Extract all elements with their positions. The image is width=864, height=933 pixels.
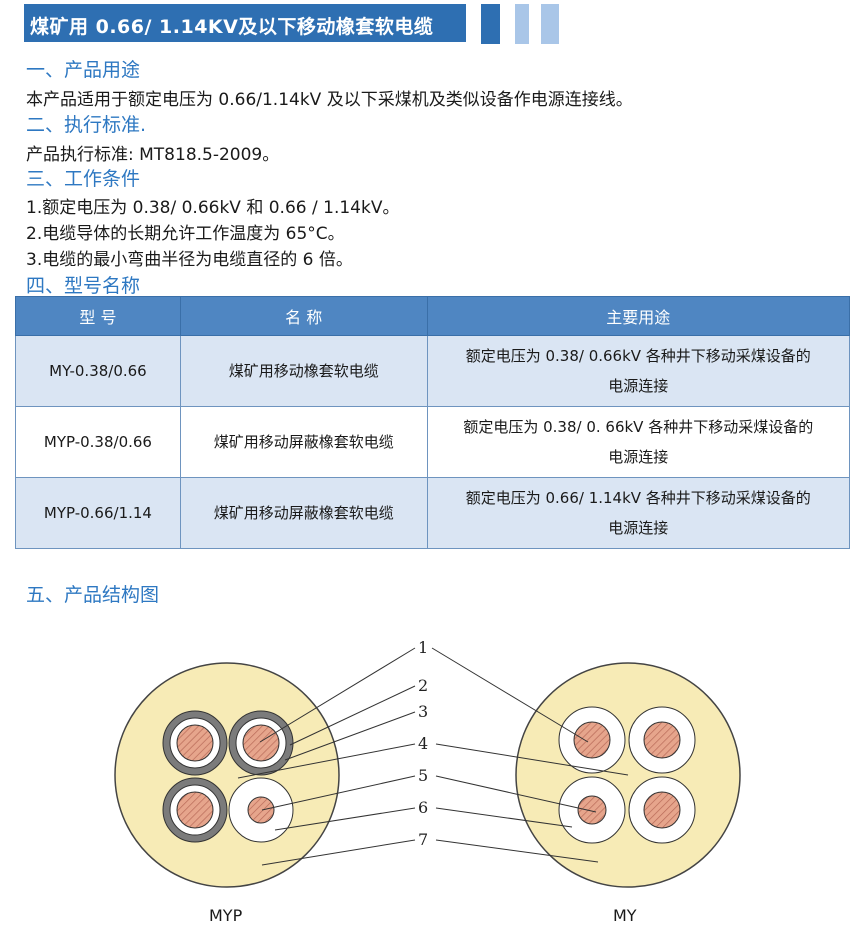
my-core bbox=[628, 776, 696, 844]
callout-number: 3 bbox=[418, 702, 428, 721]
myp-outer-sheath bbox=[114, 662, 340, 888]
header-name: 名 称 bbox=[179, 296, 428, 336]
myp-caption: MYP bbox=[209, 906, 243, 925]
callout-number: 1 bbox=[418, 638, 428, 657]
usage-line: 电源连接 bbox=[608, 448, 669, 466]
standard-text: 产品执行标准: MT818.5-2009。 bbox=[26, 145, 280, 165]
my-core bbox=[558, 776, 626, 844]
table-header-row: 型 号 名 称 主要用途 bbox=[15, 296, 851, 336]
callout-number: 6 bbox=[418, 798, 428, 817]
myp-shielded-core bbox=[162, 777, 228, 843]
header-model: 型 号 bbox=[15, 296, 181, 336]
callout-number: 5 bbox=[418, 766, 428, 785]
usage-line: 额定电压为 0.38/ 0.66kV 各种井下移动采煤设备的 bbox=[465, 347, 811, 365]
condition-item: 3.电缆的最小弯曲半径为电缆直径的 6 倍。 bbox=[26, 250, 353, 270]
section-heading-usage: 一、产品用途 bbox=[26, 59, 141, 81]
my-core bbox=[558, 706, 626, 774]
callout-number: 7 bbox=[418, 830, 428, 849]
title-block-dark bbox=[481, 4, 500, 44]
usage-line: 额定电压为 0.38/ 0. 66kV 各种井下移动采煤设备的 bbox=[463, 418, 814, 436]
callout-numbers: 1 2 3 4 5 6 7 bbox=[418, 638, 428, 849]
model-table: 型 号 名 称 主要用途 MY-0.38/0.66 煤矿用移动橡套软电缆 额定电… bbox=[15, 296, 851, 549]
header-usage: 主要用途 bbox=[426, 296, 851, 336]
cell-usage: 额定电压为 0.38/ 0. 66kV 各种井下移动采煤设备的电源连接 bbox=[426, 406, 851, 478]
condition-item: 2.电缆导体的长期允许工作温度为 65°C。 bbox=[26, 224, 345, 244]
my-core bbox=[628, 706, 696, 774]
page-title: 煤矿用 0.66/ 1.14KV及以下移动橡套软电缆 bbox=[30, 16, 434, 38]
title-bar bbox=[24, 4, 466, 42]
section-heading-conditions: 三、工作条件 bbox=[26, 168, 141, 190]
cable-structure-diagram: 1 2 3 4 5 6 7 bbox=[114, 638, 741, 888]
cell-model: MYP-0.66/1.14 bbox=[15, 477, 181, 549]
usage-text: 本产品适用于额定电压为 0.66/1.14kV 及以下采煤机及类似设备作电源连接… bbox=[26, 90, 633, 110]
myp-shielded-core bbox=[162, 710, 228, 776]
myp-ground-core bbox=[228, 777, 294, 843]
usage-line: 电源连接 bbox=[608, 519, 669, 537]
myp-shielded-core bbox=[228, 710, 294, 776]
cell-model: MYP-0.38/0.66 bbox=[15, 406, 181, 478]
table-row: MYP-0.38/0.66 煤矿用移动屏蔽橡套软电缆 额定电压为 0.38/ 0… bbox=[15, 406, 851, 478]
callout-number: 2 bbox=[418, 676, 428, 695]
cell-name: 煤矿用移动屏蔽橡套软电缆 bbox=[179, 477, 428, 549]
cell-name: 煤矿用移动屏蔽橡套软电缆 bbox=[179, 406, 428, 478]
condition-item: 1.额定电压为 0.38/ 0.66kV 和 0.66 / 1.14kV。 bbox=[26, 198, 400, 218]
section-heading-structure: 五、产品结构图 bbox=[26, 584, 160, 606]
usage-line: 电源连接 bbox=[608, 377, 669, 395]
cell-model: MY-0.38/0.66 bbox=[15, 335, 181, 407]
my-caption: MY bbox=[613, 906, 637, 925]
section-heading-standard: 二、执行标准. bbox=[26, 114, 147, 136]
usage-line: 额定电压为 0.66/ 1.14kV 各种井下移动采煤设备的 bbox=[465, 489, 811, 507]
title-block-light-1 bbox=[515, 4, 529, 44]
section-heading-models: 四、型号名称 bbox=[26, 275, 141, 297]
cell-name: 煤矿用移动橡套软电缆 bbox=[179, 335, 428, 407]
callout-leader-lines bbox=[237, 647, 629, 866]
title-block-light-2 bbox=[541, 4, 559, 44]
cell-usage: 额定电压为 0.66/ 1.14kV 各种井下移动采煤设备的电源连接 bbox=[426, 477, 851, 549]
table-row: MY-0.38/0.66 煤矿用移动橡套软电缆 额定电压为 0.38/ 0.66… bbox=[15, 335, 851, 407]
table-row: MYP-0.66/1.14 煤矿用移动屏蔽橡套软电缆 额定电压为 0.66/ 1… bbox=[15, 477, 851, 549]
cell-usage: 额定电压为 0.38/ 0.66kV 各种井下移动采煤设备的电源连接 bbox=[426, 335, 851, 407]
callout-number: 4 bbox=[418, 734, 428, 753]
myp-cable-cross-section bbox=[114, 662, 340, 888]
